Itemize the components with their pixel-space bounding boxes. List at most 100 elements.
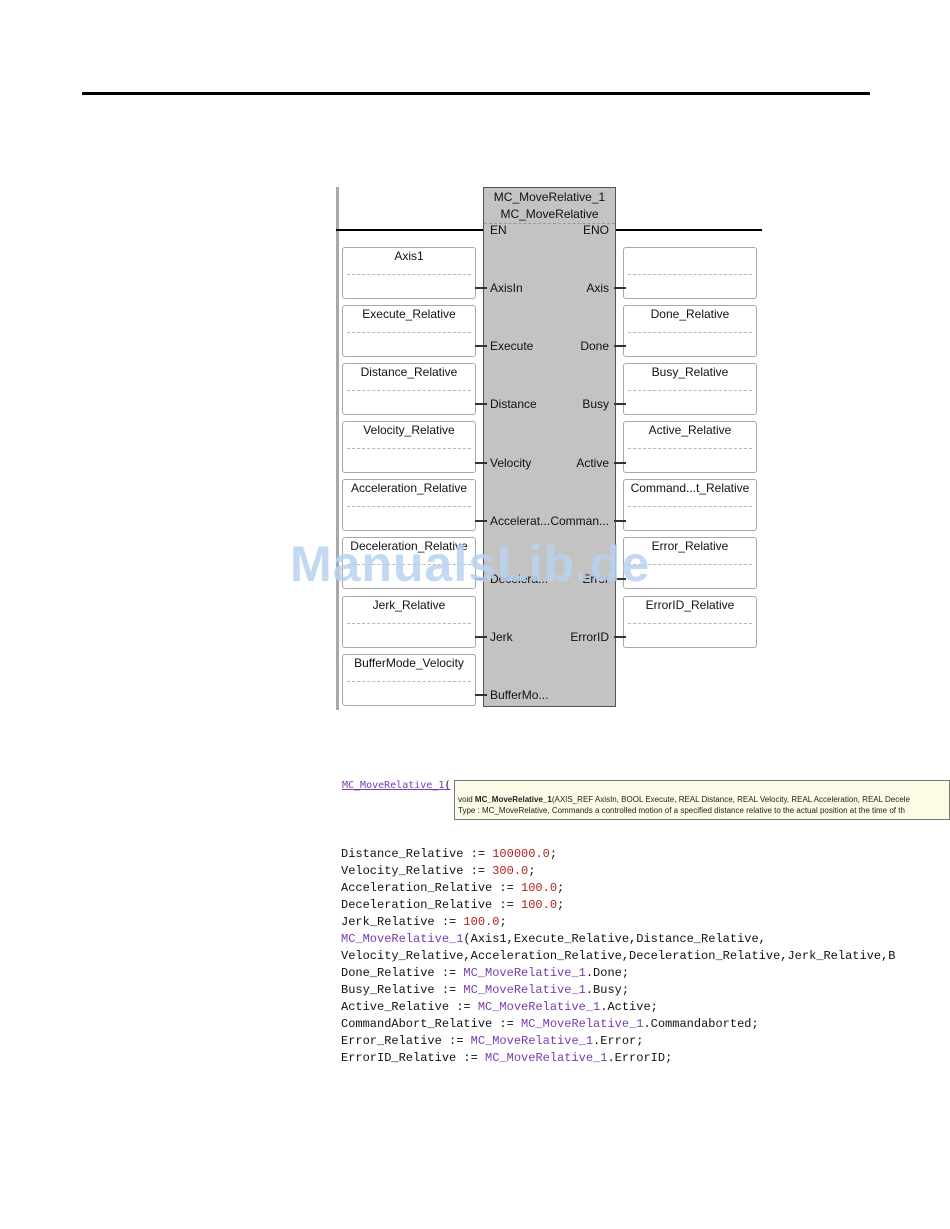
input-connection-stub — [475, 345, 487, 347]
signature-tooltip: void MC_MoveRelative_1(AXIS_REF AxisIn, … — [454, 780, 950, 820]
output-var-box-done[interactable]: Done_Relative — [623, 305, 757, 357]
watermark: ManualsLib.de — [290, 536, 651, 592]
pin-done[interactable]: Done — [580, 339, 609, 353]
output-connection-stub — [614, 636, 626, 638]
input-var-box-jerk[interactable]: Jerk_Relative — [342, 596, 476, 648]
pin-velocity[interactable]: Velocity — [490, 456, 532, 470]
code-autocomplete-header[interactable]: MC_MoveRelative_1( — [342, 780, 450, 791]
output-connection-stub — [614, 462, 626, 464]
tooltip-function-name: MC_MoveRelative_1 — [474, 795, 552, 804]
eno-connection-line[interactable] — [616, 229, 762, 231]
output-connection-stub — [614, 403, 626, 405]
var-box-separator — [347, 448, 471, 449]
code-line: Active_Relative := MC_MoveRelative_1.Act… — [341, 1000, 658, 1014]
var-box-separator — [347, 332, 471, 333]
input-var-box-buffermode[interactable]: BufferMode_Velocity — [342, 654, 476, 706]
input-var-label: Deceleration_Relative — [350, 539, 468, 553]
input-connection-stub — [475, 636, 487, 638]
code-line: Velocity_Relative := 300.0; — [341, 864, 536, 878]
var-box-separator — [347, 274, 471, 275]
output-var-box-errorid[interactable]: ErrorID_Relative — [623, 596, 757, 648]
var-box-separator — [347, 506, 471, 507]
output-var-box-axis[interactable] — [623, 247, 757, 299]
input-connection-stub — [475, 403, 487, 405]
code-line: Done_Relative := MC_MoveRelative_1.Done; — [341, 966, 630, 980]
code-line: Acceleration_Relative := 100.0; — [341, 881, 565, 895]
pin-jerk[interactable]: Jerk — [490, 630, 513, 644]
output-var-box-error[interactable]: Error_Relative — [623, 537, 757, 589]
pin-acceleration[interactable]: Accelerat... — [490, 514, 551, 528]
input-var-box-velocity[interactable]: Velocity_Relative — [342, 421, 476, 473]
output-var-label: Active_Relative — [648, 423, 732, 437]
output-var-label: ErrorID_Relative — [645, 598, 735, 612]
pin-distance[interactable]: Distance — [490, 397, 537, 411]
code-line: Distance_Relative := 100000.0; — [341, 847, 558, 861]
output-var-box-active[interactable]: Active_Relative — [623, 421, 757, 473]
tooltip-signature-line: void MC_MoveRelative_1(AXIS_REF AxisIn, … — [458, 794, 946, 805]
input-var-label: Axis1 — [394, 249, 424, 263]
input-var-label: Distance_Relative — [360, 365, 458, 379]
var-box-separator — [628, 506, 752, 507]
var-box-separator — [628, 448, 752, 449]
input-connection-stub — [475, 578, 487, 580]
structured-text-code[interactable]: Distance_Relative := 100000.0; Velocity_R… — [341, 846, 896, 1067]
output-var-box-commandaborted[interactable]: Command...t_Relative — [623, 479, 757, 531]
pin-busy[interactable]: Busy — [582, 397, 609, 411]
input-var-box-deceleration[interactable]: Deceleration_Relative — [342, 537, 476, 589]
code-line: Velocity_Relative,Acceleration_Relative,… — [341, 949, 896, 963]
pin-error[interactable]: Error — [582, 572, 609, 586]
input-var-box-axisin[interactable]: Axis1 — [342, 247, 476, 299]
pin-deceleration[interactable]: Decelera... — [490, 572, 549, 586]
code-line: MC_MoveRelative_1(Axis1,Execute_Relative… — [341, 932, 766, 946]
output-var-label: Command...t_Relative — [630, 481, 750, 495]
output-connection-stub — [614, 578, 626, 580]
var-box-separator — [347, 390, 471, 391]
function-block-diagram: MC_MoveRelative_1 MC_MoveRelative EN ENO… — [290, 187, 762, 710]
pin-active[interactable]: Active — [576, 456, 609, 470]
power-rail — [336, 187, 339, 710]
block-header-separator — [484, 223, 615, 224]
output-connection-stub — [614, 287, 626, 289]
input-var-box-execute[interactable]: Execute_Relative — [342, 305, 476, 357]
header-rule — [82, 92, 870, 95]
code-line: CommandAbort_Relative := MC_MoveRelative… — [341, 1017, 759, 1031]
var-box-separator — [628, 564, 752, 565]
en-connection-line[interactable] — [336, 229, 484, 231]
output-connection-stub — [614, 520, 626, 522]
input-var-label: Velocity_Relative — [363, 423, 455, 437]
pin-commandaborted[interactable]: Comman... — [550, 514, 609, 528]
code-header-name: MC_MoveRelative_1 — [342, 780, 445, 791]
input-var-box-distance[interactable]: Distance_Relative — [342, 363, 476, 415]
output-var-label: Done_Relative — [650, 307, 730, 321]
pin-execute[interactable]: Execute — [490, 339, 534, 353]
pin-buffermode[interactable]: BufferMo... — [490, 688, 549, 702]
input-var-label: BufferMode_Velocity — [354, 656, 464, 670]
code-header-paren: ( — [444, 780, 451, 791]
input-var-box-acceleration[interactable]: Acceleration_Relative — [342, 479, 476, 531]
pin-eno[interactable]: ENO — [582, 223, 609, 237]
output-var-label: Busy_Relative — [651, 365, 729, 379]
output-var-box-busy[interactable]: Busy_Relative — [623, 363, 757, 415]
block-instance-name[interactable]: MC_MoveRelative_1 — [493, 190, 606, 204]
var-box-separator — [628, 274, 752, 275]
input-connection-stub — [475, 462, 487, 464]
input-var-label: Execute_Relative — [362, 307, 456, 321]
input-connection-stub — [475, 520, 487, 522]
code-line: Busy_Relative := MC_MoveRelative_1.Busy; — [341, 983, 630, 997]
output-connection-stub — [614, 345, 626, 347]
code-line: Deceleration_Relative := 100.0; — [341, 898, 565, 912]
input-connection-stub — [475, 694, 487, 696]
tooltip-params: (AXIS_REF AxisIn, BOOL Execute, REAL Dis… — [551, 795, 910, 804]
tooltip-type-line: Type : MC_MoveRelative, Commands a contr… — [458, 806, 905, 815]
output-var-label: Error_Relative — [651, 539, 729, 553]
var-box-separator — [347, 681, 471, 682]
pin-en[interactable]: EN — [490, 223, 507, 237]
pin-errorid[interactable]: ErrorID — [570, 630, 609, 644]
code-line: ErrorID_Relative := MC_MoveRelative_1.Er… — [341, 1051, 673, 1065]
var-box-separator — [347, 564, 471, 565]
var-box-separator — [628, 623, 752, 624]
function-block-mc-moverelative[interactable]: MC_MoveRelative_1 MC_MoveRelative EN ENO… — [483, 187, 616, 707]
pin-axis[interactable]: Axis — [586, 281, 609, 295]
pin-axisin[interactable]: AxisIn — [490, 281, 523, 295]
var-box-separator — [347, 623, 471, 624]
